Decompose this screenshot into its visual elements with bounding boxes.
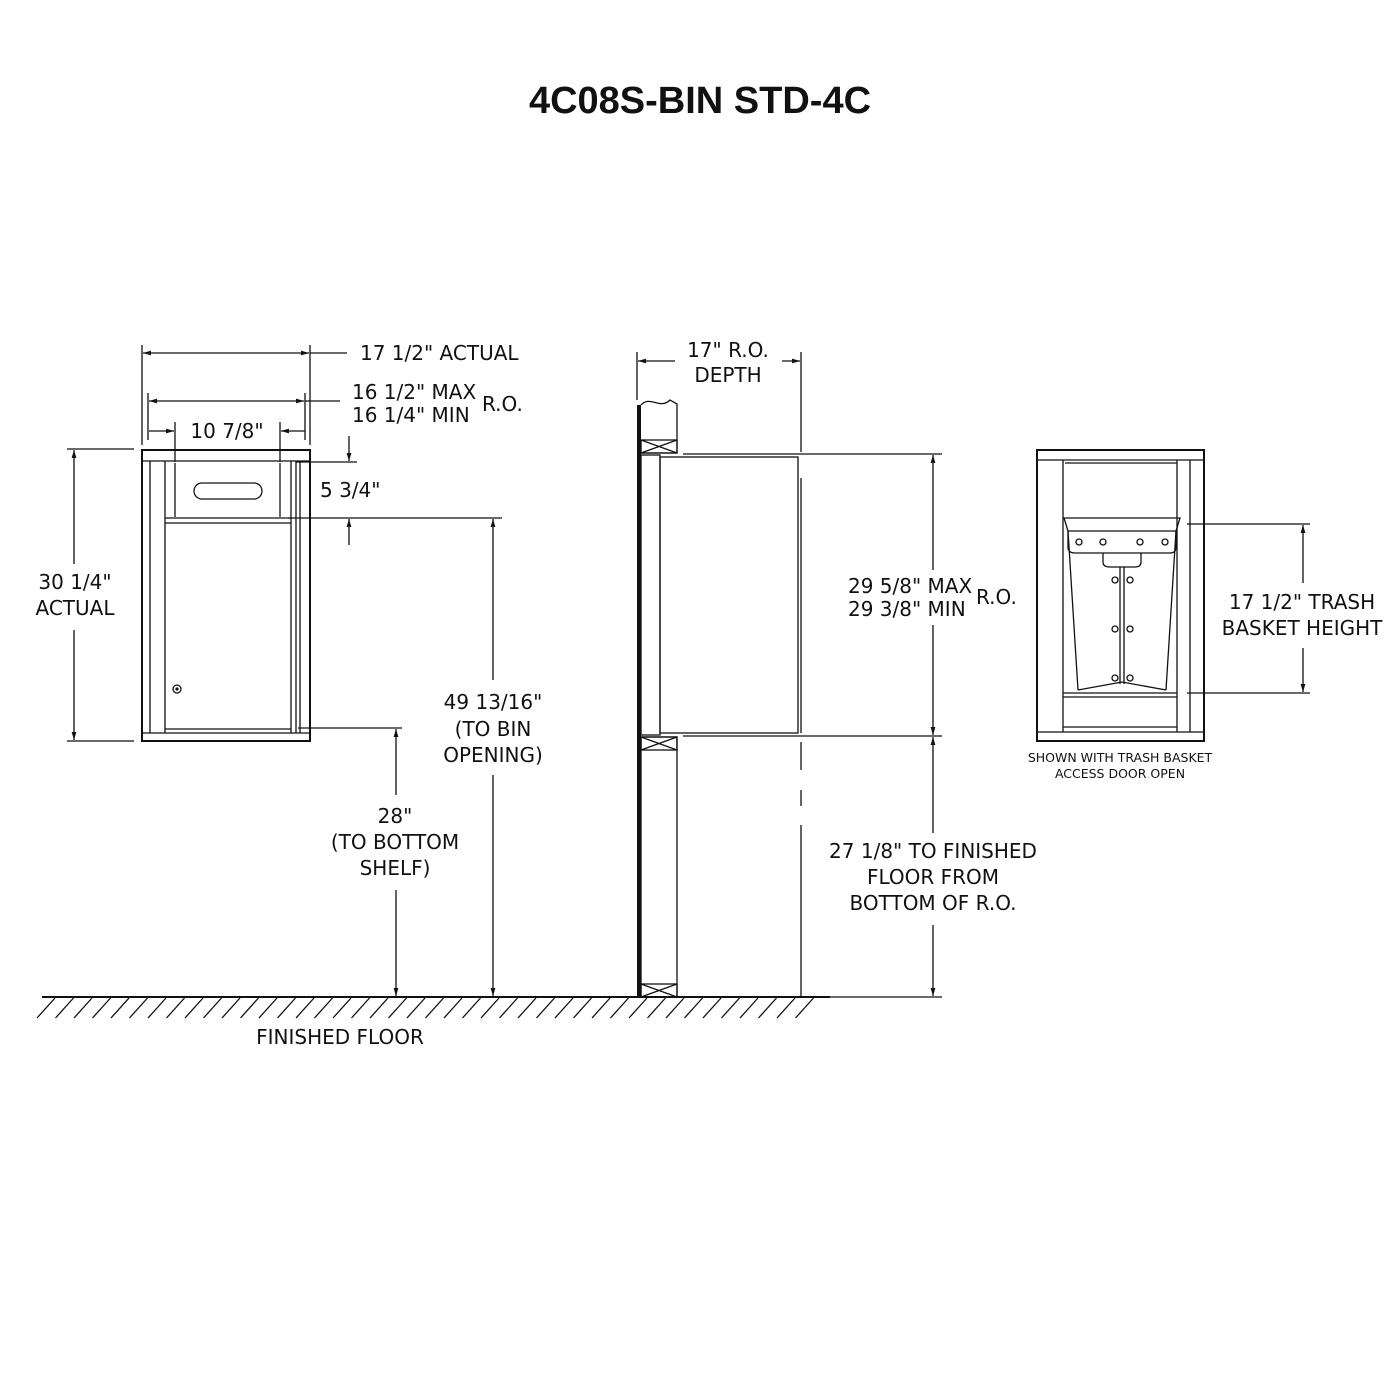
- floor-hatch-line: [739, 997, 759, 1019]
- floor-hatch-line: [277, 997, 296, 1019]
- floor-hatch-line: [758, 997, 777, 1019]
- height-actual-value: 30 1/4": [38, 570, 111, 594]
- floor-hatch-line: [795, 997, 814, 1019]
- floor-hatch-line: [110, 997, 130, 1019]
- dim-height-actual: 30 1/4" ACTUAL: [36, 448, 134, 742]
- opening-width-label: 10 7/8": [190, 419, 263, 443]
- bottom-shelf-value: 28": [378, 804, 413, 828]
- floor-hatch-line: [314, 997, 333, 1019]
- floor-hatch-line: [462, 997, 481, 1019]
- dim-floor-distance: 27 1/8" TO FINISHED FLOOR FROM BOTTOM OF…: [801, 737, 1037, 998]
- dim-basket-height: 17 1/2" TRASH BASKET HEIGHT: [1187, 523, 1384, 694]
- floor-hatch-line: [536, 997, 555, 1019]
- floor-hatch-line: [610, 997, 629, 1019]
- dim-bottom-shelf-height: 28" (TO BOTTOM SHELF): [298, 727, 459, 996]
- ro-width-max-label: 16 1/2" MAX: [352, 380, 476, 404]
- width-actual-label: 17 1/2" ACTUAL: [360, 341, 519, 365]
- bin-opening-note-1: (TO BIN: [455, 717, 532, 741]
- height-actual-label: ACTUAL: [36, 596, 116, 620]
- floor-hatch-line: [628, 997, 648, 1019]
- dim-bin-opening-height: 49 13/16" (TO BIN OPENING): [443, 519, 543, 996]
- floor-hatch-line: [406, 997, 426, 1019]
- basket-height-label: BASKET HEIGHT: [1222, 616, 1384, 640]
- dim-ro-width: 16 1/2" MAX 16 1/4" MIN R.O.: [147, 380, 523, 440]
- floor-hatch-line: [295, 997, 315, 1019]
- floor-distance-value: 27 1/8" TO FINISHED: [829, 839, 1037, 863]
- floor-hatch-line: [721, 997, 740, 1019]
- floor-hatch-line: [480, 997, 500, 1019]
- floor-hatch-line: [240, 997, 259, 1019]
- floor-hatch-line: [591, 997, 611, 1019]
- floor-hatch-line: [184, 997, 204, 1019]
- floor-hatch-line: [425, 997, 444, 1019]
- floor-distance-note-2: BOTTOM OF R.O.: [850, 891, 1017, 915]
- floor-hatch-line: [203, 997, 222, 1019]
- ro-depth-value: 17" R.O.: [687, 338, 769, 362]
- front-view: 17 1/2" ACTUAL 16 1/2" MAX 16 1/4" MIN R…: [36, 341, 830, 1049]
- wall-section: [637, 399, 678, 998]
- ro-height-max-label: 29 5/8" MAX: [848, 574, 972, 598]
- floor-hatch-line: [129, 997, 148, 1019]
- opening-height-label: 5 3/4": [320, 478, 380, 502]
- floor-hatch-line: [776, 997, 796, 1019]
- bottom-shelf-note-2: SHELF): [360, 856, 431, 880]
- lock-icon: [172, 684, 182, 694]
- ro-label: R.O.: [482, 392, 523, 416]
- floor-hatch-line: [258, 997, 278, 1019]
- open-unit-frame: [1036, 449, 1205, 742]
- drawing-title: 4C08S-BIN STD-4C: [529, 80, 871, 122]
- deposit-slot: [193, 482, 263, 500]
- floor-hatch-line: [221, 997, 241, 1019]
- caption-line-1: SHOWN WITH TRASH BASKET: [1028, 750, 1213, 765]
- bin-opening-note-2: OPENING): [443, 743, 543, 767]
- floor-hatch-line: [369, 997, 389, 1019]
- floor-hatch-line: [499, 997, 518, 1019]
- caption-line-2: ACCESS DOOR OPEN: [1055, 766, 1185, 781]
- floor-hatch-line: [36, 997, 56, 1019]
- floor-hatch-line: [351, 997, 370, 1019]
- bottom-shelf-note-1: (TO BOTTOM: [331, 830, 459, 854]
- ro-depth-label: DEPTH: [694, 363, 761, 387]
- floor-hatch-line: [665, 997, 685, 1019]
- ro-height-min-label: 29 3/8" MIN: [848, 597, 966, 621]
- side-ro-label: R.O.: [976, 585, 1017, 609]
- ro-width-min-label: 16 1/4" MIN: [352, 403, 470, 427]
- basket-height-value: 17 1/2" TRASH: [1229, 590, 1375, 614]
- floor-distance-note-1: FLOOR FROM: [867, 865, 999, 889]
- finished-floor: FINISHED FLOOR: [36, 996, 830, 1049]
- floor-hatch-line: [517, 997, 537, 1019]
- dim-width-actual: 17 1/2" ACTUAL: [141, 341, 519, 445]
- trash-basket: [1063, 517, 1181, 691]
- dim-opening-height: 5 3/4": [288, 436, 502, 545]
- bin-opening-value: 49 13/16": [444, 690, 543, 714]
- floor-hatch-line: [92, 997, 111, 1019]
- side-view: 17" R.O. DEPTH 29 5/8" MAX 29 3/8" MIN R…: [636, 338, 1037, 998]
- floor-hatch-line: [702, 997, 722, 1019]
- dim-ro-depth: 17" R.O. DEPTH: [636, 338, 802, 997]
- floor-hatch-line: [443, 997, 463, 1019]
- dim-ro-height: 29 5/8" MAX 29 3/8" MIN R.O.: [683, 453, 1017, 737]
- dim-opening-width: 10 7/8": [149, 419, 305, 462]
- floor-hatch-line: [147, 997, 167, 1019]
- floor-hatch-line: [332, 997, 352, 1019]
- floor-label: FINISHED FLOOR: [256, 1025, 424, 1049]
- open-door-view: 17 1/2" TRASH BASKET HEIGHT SHOWN WITH T…: [1028, 449, 1384, 781]
- floor-hatch-line: [55, 997, 74, 1019]
- front-unit-outline: [141, 449, 311, 742]
- floor-hatch-line: [388, 997, 407, 1019]
- floor-hatch-line: [573, 997, 592, 1019]
- floor-hatch-line: [684, 997, 703, 1019]
- floor-hatch-line: [73, 997, 93, 1019]
- unit-side-profile: [640, 454, 799, 736]
- floor-hatch-line: [647, 997, 666, 1019]
- floor-hatch-line: [166, 997, 185, 1019]
- floor-hatch-line: [554, 997, 574, 1019]
